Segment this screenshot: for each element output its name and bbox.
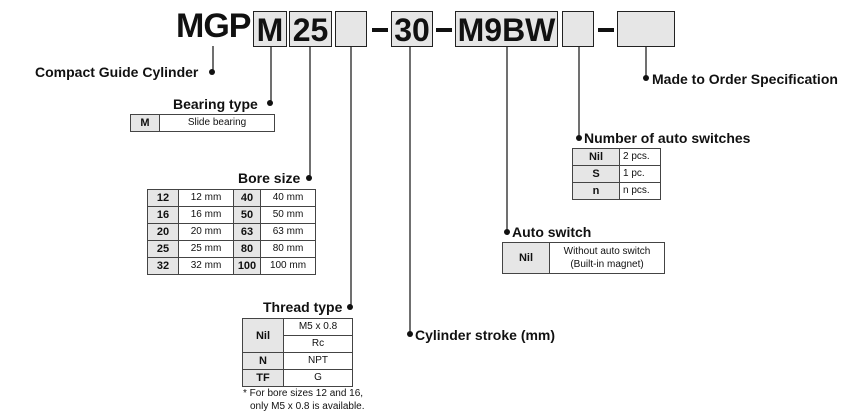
table-row: Nil Without auto switch (Built-in magnet… [502, 242, 665, 274]
thread-code: Nil [242, 318, 284, 353]
bearing-desc: Slide bearing [159, 114, 275, 132]
bore-code: 12 [147, 189, 179, 207]
dot-auto-switch [504, 229, 510, 235]
dot-cylinder-stroke [407, 331, 413, 337]
thread-table: Nil M5 x 0.8 Rc N NPT TF G [242, 318, 353, 387]
dot-compact-guide [209, 69, 215, 75]
thread-note-line-1: * For bore sizes 12 and 16, [243, 388, 364, 399]
bore-desc: 100 mm [260, 257, 316, 275]
label-compact-guide: Compact Guide Cylinder [35, 64, 199, 80]
bore-code: 50 [233, 206, 261, 224]
code-thread-box [335, 11, 367, 47]
bore-desc: 16 mm [178, 206, 234, 224]
table-row: S 1 pc. [572, 165, 661, 183]
bore-code: 20 [147, 223, 179, 241]
bore-desc: 50 mm [260, 206, 316, 224]
switch-code: Nil [502, 242, 550, 274]
qty-code: Nil [572, 148, 620, 166]
qty-code: S [572, 165, 620, 183]
bore-desc: 20 mm [178, 223, 234, 241]
table-row: 12 12 mm 40 40 mm [147, 189, 316, 207]
thread-desc: Rc [283, 335, 353, 353]
label-bore-size: Bore size [238, 170, 301, 186]
switch-table: Nil Without auto switch (Built-in magnet… [502, 242, 665, 274]
bore-desc: 32 mm [178, 257, 234, 275]
code-bearing-box: M [253, 11, 287, 48]
code-switch-qty-box [562, 11, 594, 47]
bearing-code: M [130, 114, 160, 132]
bore-table: 12 12 mm 40 40 mm 16 16 mm 50 50 mm 20 2… [147, 189, 316, 275]
thread-code: N [242, 352, 284, 370]
thread-desc: M5 x 0.8 [283, 318, 353, 336]
bore-code: 40 [233, 189, 261, 207]
bore-code: 25 [147, 240, 179, 258]
dot-bearing-type [267, 100, 273, 106]
bore-desc: 12 mm [178, 189, 234, 207]
bore-desc: 40 mm [260, 189, 316, 207]
table-row: Nil 2 pcs. [572, 148, 661, 166]
table-row: Nil M5 x 0.8 [242, 318, 353, 353]
switch-qty-table: Nil 2 pcs. S 1 pc. n n pcs. [572, 148, 661, 200]
qty-desc: 2 pcs. [619, 148, 661, 166]
table-row: 25 25 mm 80 80 mm [147, 240, 316, 258]
switch-desc-line-2: (Built-in magnet) [570, 259, 644, 270]
label-auto-switch: Auto switch [512, 224, 592, 240]
code-dash-2 [436, 28, 452, 32]
bore-desc: 25 mm [178, 240, 234, 258]
code-switch-box: M9BW [455, 11, 558, 48]
qty-desc: 1 pc. [619, 165, 661, 183]
bore-code: 63 [233, 223, 261, 241]
table-row: 20 20 mm 63 63 mm [147, 223, 316, 241]
code-bore-box: 25 [289, 11, 332, 48]
dot-made-to-order [643, 75, 649, 81]
bore-code: 16 [147, 206, 179, 224]
table-row: n n pcs. [572, 182, 661, 200]
label-made-to-order: Made to Order Specification [652, 71, 838, 87]
dot-bore-size [306, 175, 312, 181]
bore-desc: 63 mm [260, 223, 316, 241]
qty-code: n [572, 182, 620, 200]
label-bearing-type: Bearing type [173, 96, 258, 112]
code-dash-3 [598, 28, 614, 32]
switch-desc: Without auto switch (Built-in magnet) [549, 242, 665, 274]
code-stroke-box: 30 [391, 11, 433, 48]
bearing-table: M Slide bearing [130, 114, 275, 132]
code-dash-1 [372, 28, 388, 32]
label-thread-type: Thread type [263, 299, 343, 315]
qty-desc: n pcs. [619, 182, 661, 200]
table-row: M Slide bearing [130, 114, 275, 132]
dot-thread-type [347, 304, 353, 310]
thread-desc: NPT [283, 352, 353, 370]
switch-desc-line-1: Without auto switch [563, 246, 651, 257]
code-order-box [617, 11, 675, 47]
bore-code: 80 [233, 240, 261, 258]
table-row: N NPT [242, 352, 353, 370]
code-prefix: MGP [176, 7, 251, 45]
bore-code: 100 [233, 257, 261, 275]
bore-desc: 80 mm [260, 240, 316, 258]
thread-desc: G [283, 369, 353, 387]
table-row: 16 16 mm 50 50 mm [147, 206, 316, 224]
bore-code: 32 [147, 257, 179, 275]
thread-code: TF [242, 369, 284, 387]
dot-num-switches [576, 135, 582, 141]
label-num-switches: Number of auto switches [584, 130, 751, 146]
label-cylinder-stroke: Cylinder stroke (mm) [415, 327, 556, 343]
table-row: TF G [242, 369, 353, 387]
thread-note-line-2: only M5 x 0.8 is available. [250, 401, 365, 412]
table-row: 32 32 mm 100 100 mm [147, 257, 316, 275]
